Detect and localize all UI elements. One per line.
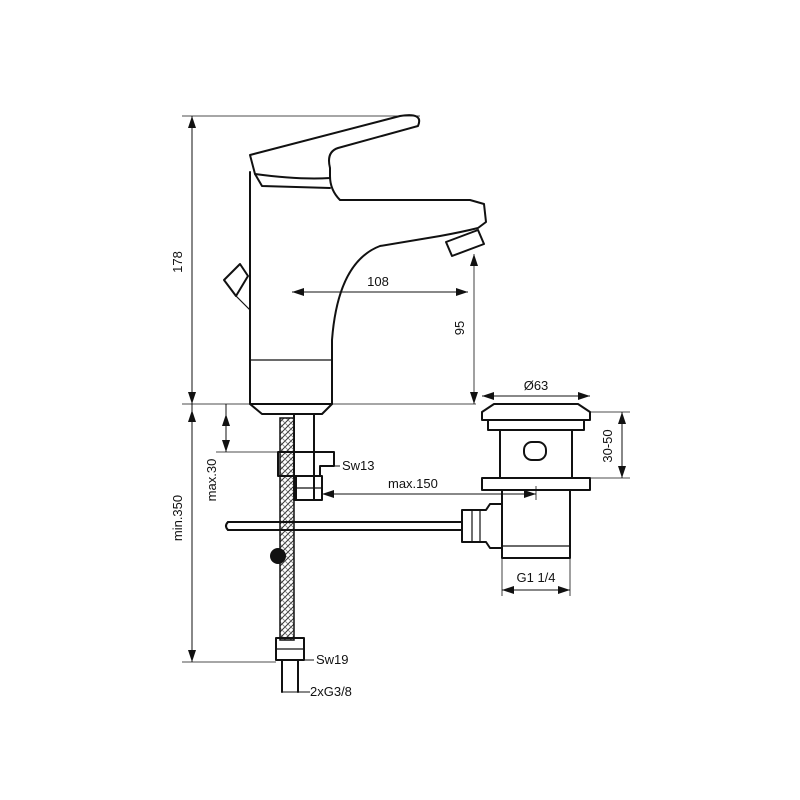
waste-slot (523, 441, 547, 461)
dim-height-total: 178 (170, 251, 185, 273)
dim-wrench-hose: Sw19 (316, 652, 349, 667)
dim-waste-range: 30-50 (600, 429, 615, 462)
waste-body (499, 429, 573, 479)
popup-knob (223, 263, 249, 297)
dim-min-below: min.350 (170, 495, 185, 541)
faucet-body (223, 114, 487, 415)
dim-hose-thread: 2xG3/8 (310, 684, 352, 699)
dim-spout-reach: 108 (367, 274, 389, 289)
dim-wrench-nut: Sw13 (342, 458, 375, 473)
rod-clip (270, 548, 286, 564)
aerator (445, 229, 485, 257)
dim-waste-diameter: Ø63 (524, 378, 549, 393)
waste-fitting (461, 403, 591, 596)
faucet-column (249, 171, 487, 405)
lever-handle (249, 114, 421, 180)
clamp-plate (277, 451, 335, 477)
waste-flange (481, 477, 591, 491)
mounting-assembly (225, 413, 463, 693)
waste-connector (461, 503, 503, 549)
dim-max-rod: max.150 (388, 476, 438, 491)
dim-max-thickness: max.30 (204, 459, 219, 502)
dim-waste-thread: G1 1/4 (516, 570, 555, 585)
waste-cap (481, 403, 591, 421)
dim-spout-height: 95 (452, 321, 467, 335)
dimension-lines (182, 115, 630, 693)
